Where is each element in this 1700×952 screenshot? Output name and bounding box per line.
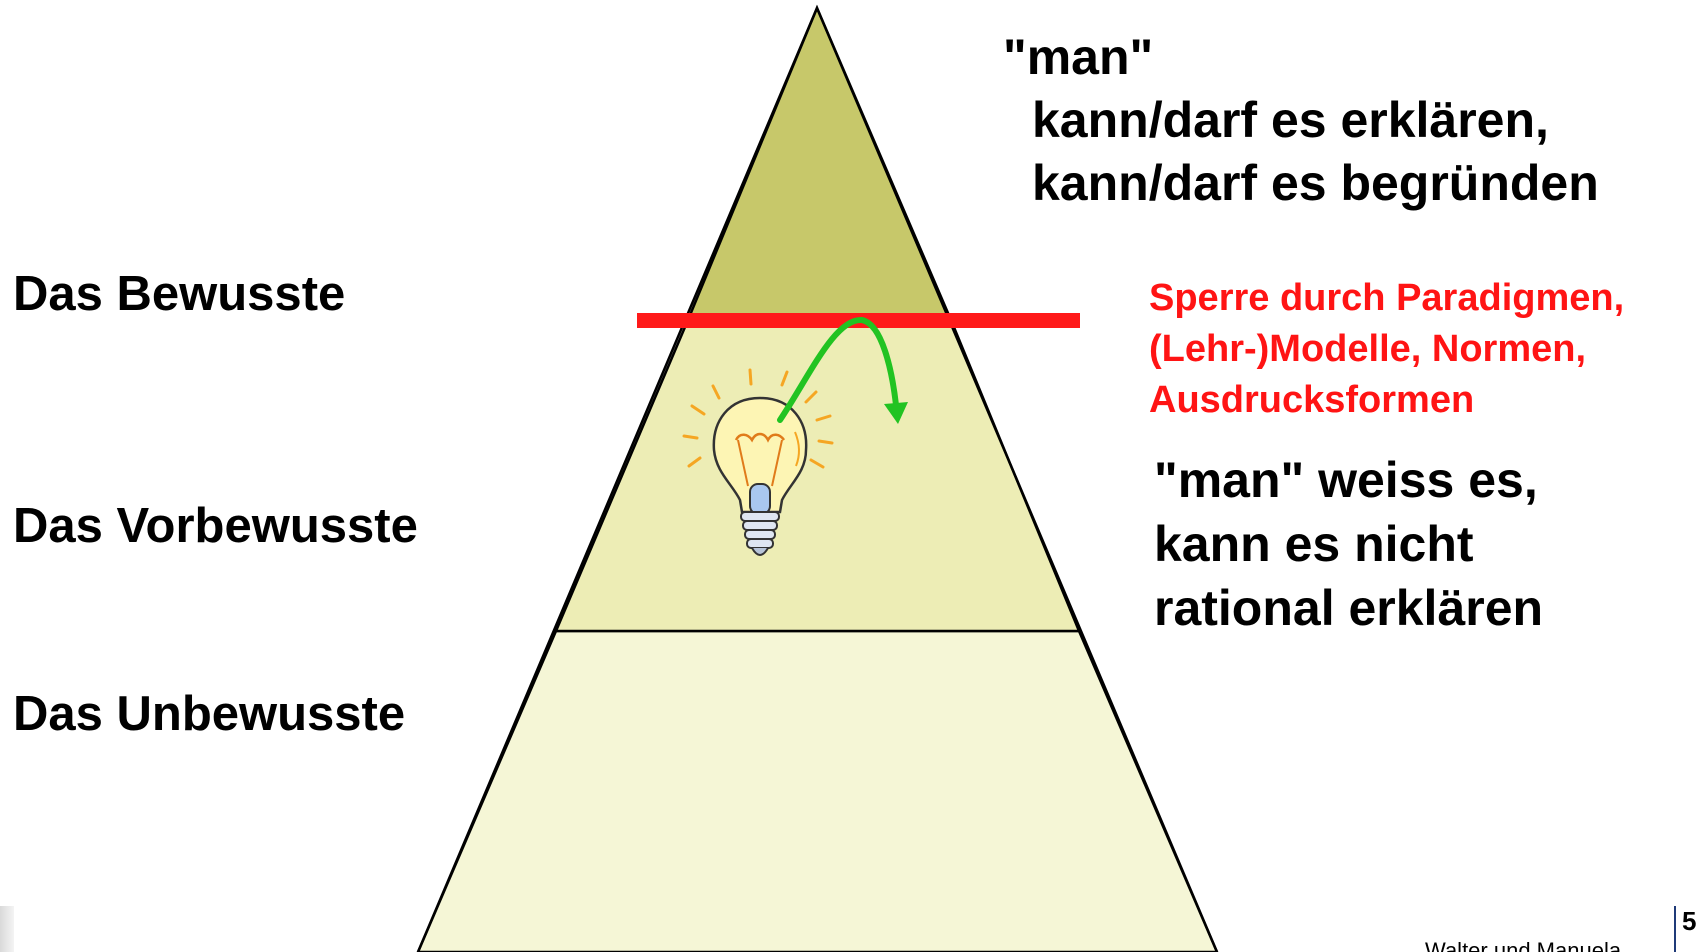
description-preconscious-line-2: kann es nicht: [1154, 516, 1474, 572]
label-conscious: Das Bewusste: [13, 267, 346, 321]
description-conscious-line-2: kann/darf es erklären,: [1032, 92, 1549, 148]
description-conscious: "man" kann/darf es erklären, kann/darf e…: [1003, 26, 1599, 215]
page-number: 5: [1682, 906, 1697, 936]
barrier-line-2: (Lehr-)Modelle, Normen,: [1149, 328, 1587, 370]
description-preconscious: "man" weiss es, kann es nicht rational e…: [1154, 448, 1543, 640]
barrier-description: Sperre durch Paradigmen, (Lehr-)Modelle,…: [1149, 273, 1624, 426]
corner-decoration: [0, 906, 14, 952]
label-unconscious: Das Unbewusste: [13, 687, 406, 741]
barrier-line-1: Sperre durch Paradigmen,: [1149, 277, 1625, 319]
pyramid-tier-preconscious: [554, 318, 1081, 633]
curved-arrow-icon: [777, 317, 908, 424]
footer-divider: [1674, 906, 1676, 952]
label-preconscious: Das Vorbewusste: [13, 499, 418, 553]
description-conscious-line-3: kann/darf es begründen: [1032, 155, 1599, 211]
description-preconscious-line-1: "man" weiss es,: [1154, 452, 1538, 508]
lightbulb-icon: [682, 368, 834, 556]
pyramid-tier-unconscious: [416, 629, 1219, 952]
description-preconscious-line-3: rational erklären: [1154, 580, 1544, 636]
pyramid-tier-conscious: [686, 4, 953, 322]
pyramid-outline: [416, 4, 1219, 952]
barrier-line-3: Ausdrucksformen: [1149, 379, 1475, 421]
footer-author: Walter und Manuela: [1425, 938, 1622, 952]
description-conscious-line-1: "man": [1003, 29, 1154, 85]
